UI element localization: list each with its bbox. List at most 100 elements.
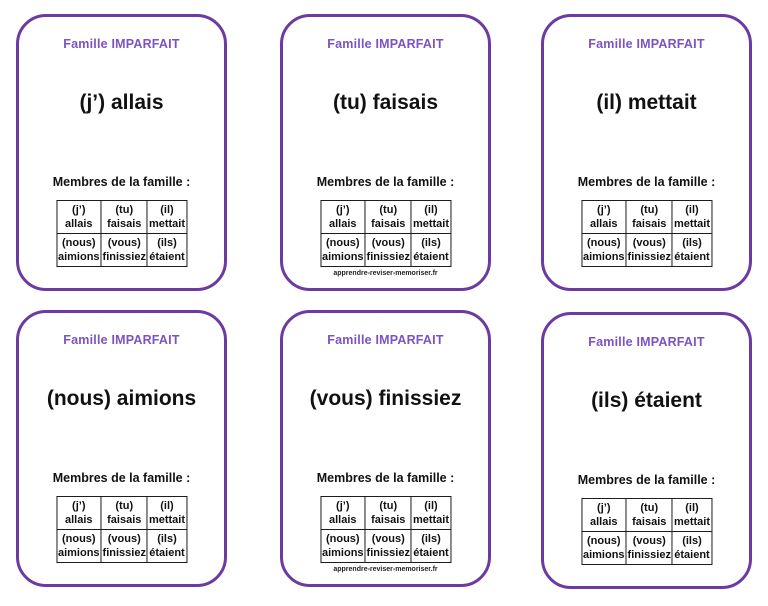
table-cell: (nous) aimions [580, 233, 627, 267]
table-cell: (j’) allais [580, 200, 627, 234]
card-title: (tu) faisais [332, 91, 439, 114]
table-cell: (il)mettait [146, 496, 188, 530]
card-title: (ils) étaient [591, 389, 702, 412]
verb-label: mettait [673, 218, 711, 230]
pronoun-label: (vous) [632, 535, 666, 547]
verb-label: finissiez [366, 251, 410, 263]
verb-label: faisais [107, 218, 142, 230]
table-cell: (il)mettait [410, 200, 452, 234]
pronoun-label: (il) [424, 500, 438, 512]
card-title: (nous) aimions [46, 387, 197, 410]
pronoun-label: (il) [160, 204, 174, 216]
pronoun-label: (il) [685, 502, 699, 514]
table-cell: (il) mettait [146, 200, 188, 234]
pronoun-label: (ils) [157, 533, 177, 545]
table-cell: (nous)aimions [319, 529, 366, 563]
website-label: apprendre-reviser-memoriser.fr [333, 270, 438, 277]
table-cell: (tu) faisais [100, 496, 148, 530]
pronoun-label: (j’) [336, 204, 350, 216]
card-title: (j’) allais [79, 91, 164, 114]
verb-label: allais [64, 218, 93, 230]
family-name-label: Famille IMPARFAIT [63, 37, 180, 51]
pronoun-label: (tu) [379, 204, 398, 216]
conjugation-table: (j’) allais (tu) faisais (il) mettait (nous… [580, 200, 713, 267]
verb-label: faisais [107, 514, 142, 526]
pronoun-label: (ils) [421, 237, 441, 249]
table-cell: (nous)aimions [580, 531, 627, 565]
verb-label: aimions [582, 251, 625, 263]
pronoun-label: (j’) [597, 502, 611, 514]
verb-label: allais [64, 514, 93, 526]
verb-label: étaient [674, 549, 710, 561]
pronoun-label: (nous) [586, 237, 621, 249]
table-cell: (ils)étaient [671, 233, 713, 267]
pronoun-label: (ils) [157, 237, 177, 249]
members-label: Membres de la famille : [52, 175, 191, 189]
table-cell: (vous)finissiez [625, 531, 673, 565]
table-cell: (tu)faisais [364, 496, 412, 530]
pronoun-label: (tu) [115, 204, 134, 216]
verb-label: aimions [57, 251, 100, 263]
family-name-label: Famille IMPARFAIT [588, 335, 705, 349]
table-cell: (j’)allais [319, 200, 366, 234]
website-label: apprendre-reviser-memoriser.fr [333, 566, 438, 573]
pronoun-label: (vous) [107, 237, 141, 249]
verb-label: mettait [412, 514, 450, 526]
verb-label: étaient [413, 251, 449, 263]
members-label: Membres de la famille : [577, 473, 716, 487]
flashcard-j-allais: Famille IMPARFAIT (j’) allais Membres de… [16, 14, 227, 291]
table-cell: (tu)faisais [625, 498, 673, 532]
table-cell: (il) mettait [671, 498, 713, 532]
flashcard-ils-etaient: Famille IMPARFAIT (ils) étaient Membres … [541, 312, 752, 589]
pronoun-label: (nous) [325, 533, 360, 545]
conjugation-table: (j’)allais (tu)faisais (il)mettait (nous… [319, 200, 452, 267]
verb-label: étaient [149, 547, 185, 559]
family-name-label: Famille IMPARFAIT [327, 37, 444, 51]
verb-label: aimions [321, 251, 364, 263]
card-title: (vous) finissiez [309, 387, 462, 410]
pronoun-label: (vous) [632, 237, 666, 249]
table-cell: (j’)allais [580, 498, 627, 532]
flashcard-vous-finissiez: Famille IMPARFAIT (vous) finissiez Membr… [280, 310, 491, 587]
verb-label: aimions [57, 547, 100, 559]
pronoun-label: (tu) [640, 204, 659, 216]
verb-label: mettait [673, 516, 711, 528]
flashcard-il-mettait: Famille IMPARFAIT (il) mettait Membres d… [541, 14, 752, 291]
pronoun-label: (il) [685, 204, 699, 216]
conjugation-table: (j’)allais (tu)faisais (il)mettait (nous… [55, 200, 188, 267]
table-cell: (vous)finissiez [625, 233, 673, 267]
pronoun-label: (j’) [597, 204, 611, 216]
table-cell: (ils) étaient [410, 233, 452, 267]
verb-label: mettait [148, 514, 186, 526]
table-cell: (il) mettait [671, 200, 713, 234]
verb-label: étaient [149, 251, 185, 263]
table-cell: (ils)étaient [410, 529, 452, 563]
members-label: Membres de la famille : [52, 471, 191, 485]
table-cell: (vous) finissiez [100, 233, 148, 267]
verb-label: finissiez [102, 251, 146, 263]
verb-label: mettait [148, 218, 186, 230]
table-cell: (j’) allais [319, 496, 366, 530]
verb-label: mettait [412, 218, 450, 230]
conjugation-table: (j’) allais (tu)faisais (il) mettait (nous… [319, 496, 452, 563]
table-cell: (tu) faisais [625, 200, 673, 234]
pronoun-label: (j’) [336, 500, 350, 512]
pronoun-label: (ils) [421, 533, 441, 545]
pronoun-label: (ils) [682, 237, 702, 249]
pronoun-label: (j’) [72, 204, 86, 216]
pronoun-label: (tu) [115, 500, 134, 512]
conjugation-table: (j’)allais (tu)faisais (il)mettait (nous… [55, 496, 188, 563]
verb-label: faisais [632, 218, 667, 230]
table-cell: (nous) aimions [319, 233, 366, 267]
table-cell: (j’) allais [55, 200, 102, 234]
table-cell: (ils)étaient [671, 531, 713, 565]
pronoun-label: (nous) [325, 237, 360, 249]
verb-label: finissiez [366, 547, 410, 559]
verb-label: allais [328, 514, 357, 526]
family-name-label: Famille IMPARFAIT [327, 333, 444, 347]
members-label: Membres de la famille : [316, 471, 455, 485]
card-title: (il) mettait [596, 91, 697, 114]
pronoun-label: (nous) [61, 533, 96, 545]
verb-label: allais [589, 218, 618, 230]
